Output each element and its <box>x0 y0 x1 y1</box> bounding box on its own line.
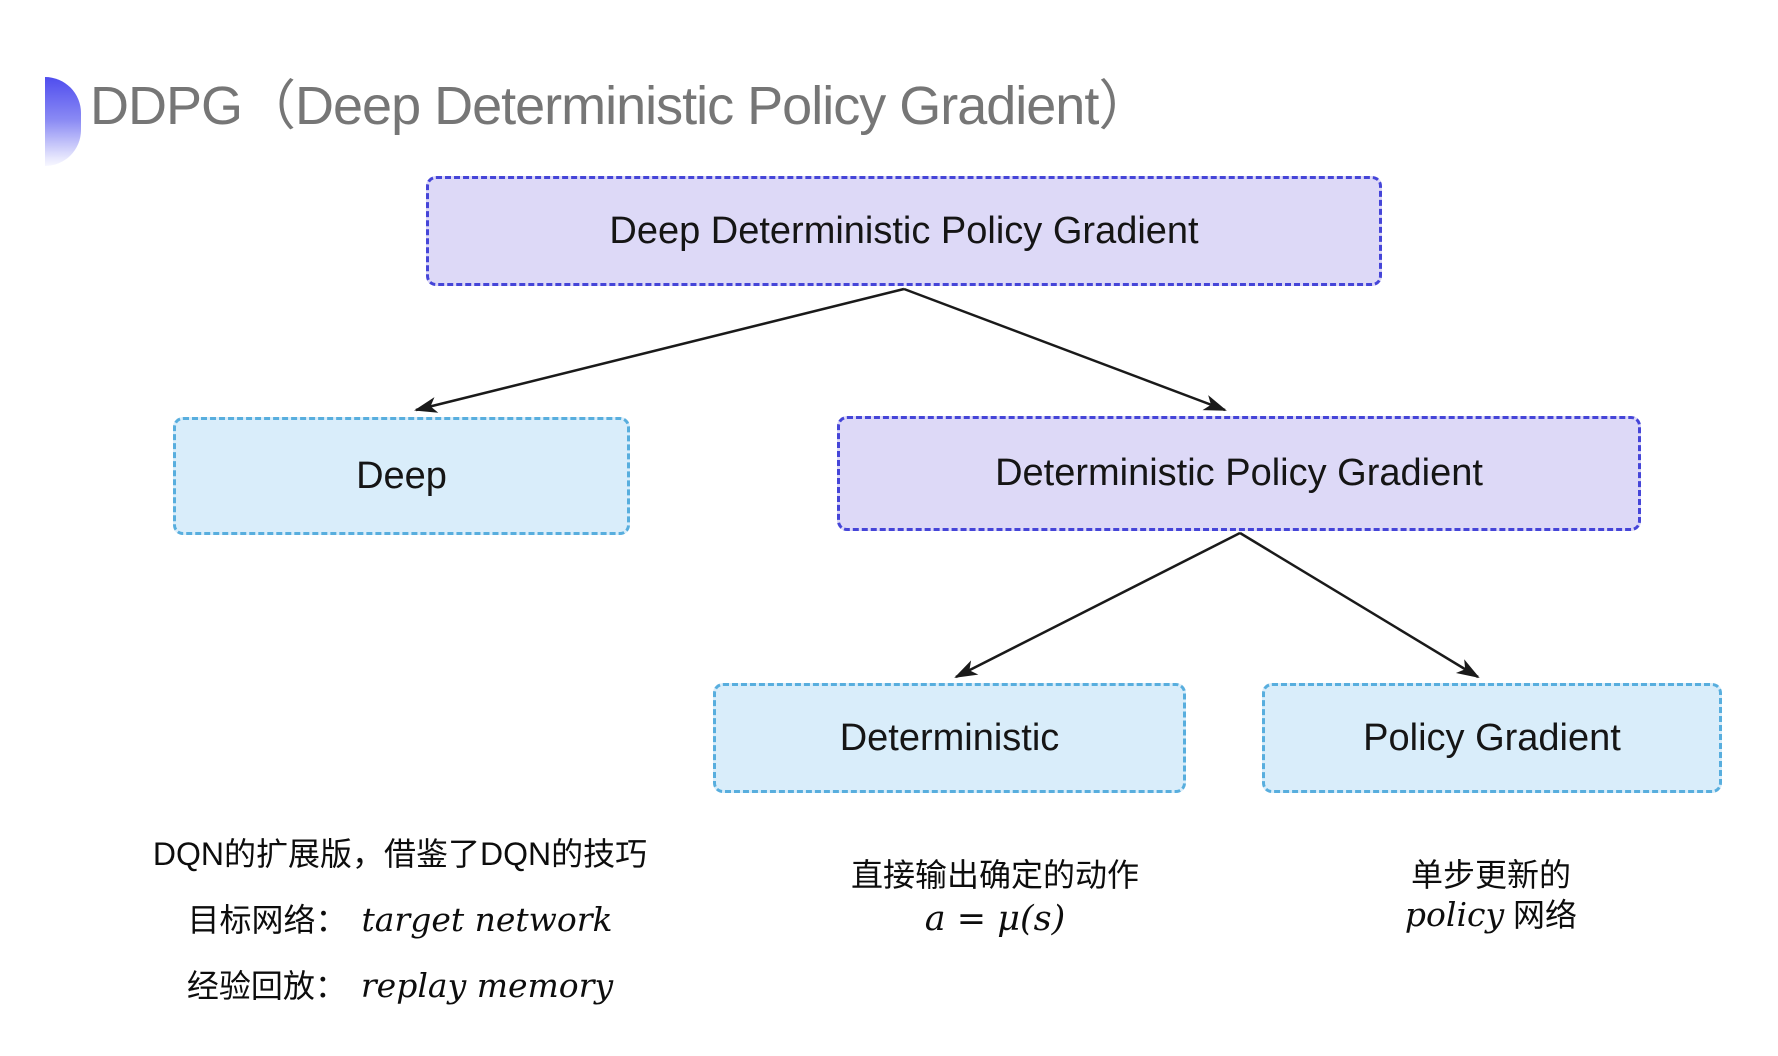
note-deterministic-formula: a = μ(s) <box>924 899 1066 939</box>
arrow-root-to-deep <box>414 287 905 413</box>
node-policy-gradient: Policy Gradient <box>1262 683 1722 793</box>
note-deep: DQN的扩展版，借鉴了DQN的技巧 目标网络： target network 经验… <box>100 834 700 1006</box>
node-deterministic: Deterministic <box>713 683 1186 793</box>
target-network-label: 目标网络： <box>187 902 348 938</box>
replay-memory-term: replay memory <box>360 966 614 1005</box>
arrow-dpg-to-policy-gradient <box>1239 531 1480 679</box>
note-deep-line1: DQN的扩展版，借鉴了DQN的技巧 <box>152 836 648 872</box>
note-policy-gradient-line1: 单步更新的 <box>1410 857 1571 893</box>
note-deep-target-network: 目标网络： target network <box>100 900 700 940</box>
slide-title: DDPG（Deep Deterministic Policy Gradient） <box>90 76 1152 136</box>
note-deterministic-line1: 直接输出确定的动作 <box>850 857 1139 893</box>
note-deterministic: 直接输出确定的动作 a = μ(s) <box>795 855 1195 939</box>
node-deep: Deep <box>173 417 630 535</box>
policy-term: policy <box>1404 895 1505 934</box>
node-deep-deterministic-policy-gradient: Deep Deterministic Policy Gradient <box>426 176 1382 286</box>
note-deep-replay-memory: 经验回放： replay memory <box>100 966 700 1006</box>
target-network-term: target network <box>361 900 613 939</box>
bullet-icon <box>45 77 81 166</box>
arrow-dpg-to-deterministic <box>954 531 1241 679</box>
arrow-root-to-dpg <box>903 287 1227 412</box>
policy-suffix: 网络 <box>1504 897 1578 933</box>
node-deterministic-policy-gradient: Deterministic Policy Gradient <box>837 416 1641 531</box>
note-policy-gradient: 单步更新的 policy 网络 <box>1291 855 1691 935</box>
note-policy-gradient-line2: policy 网络 <box>1291 895 1691 935</box>
replay-memory-label: 经验回放： <box>186 968 347 1004</box>
